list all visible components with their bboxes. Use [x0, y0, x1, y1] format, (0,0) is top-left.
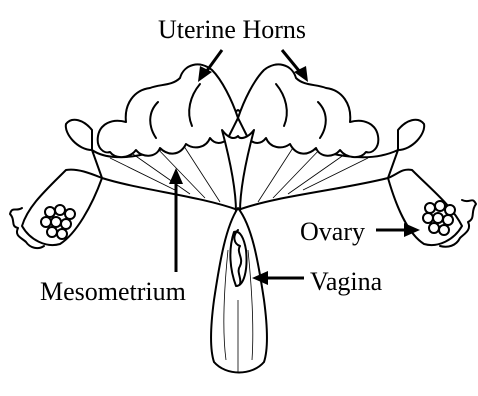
label-mesometrium: Mesometrium [40, 277, 186, 306]
label-uterine-horns: Uterine Horns [158, 15, 306, 44]
right-uterine-horn [238, 64, 378, 157]
left-ligament-tip [66, 120, 92, 150]
left-uterine-horn [98, 64, 238, 157]
right-ligament-tip [398, 120, 424, 150]
arrow-mesometrium [169, 168, 183, 272]
label-vagina: Vagina [310, 267, 383, 296]
label-ovary: Ovary [300, 217, 365, 246]
